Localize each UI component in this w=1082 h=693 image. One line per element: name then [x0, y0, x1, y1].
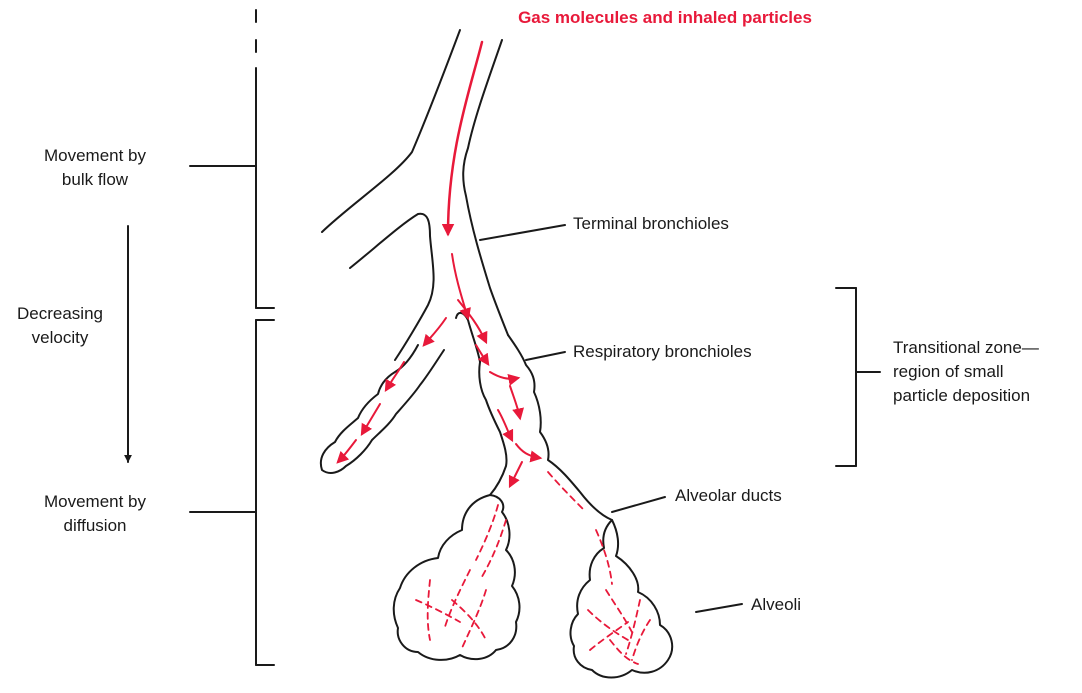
label-velocity-line2: velocity: [0, 326, 120, 350]
label-velocity-line1: Decreasing: [0, 302, 120, 326]
zone-bracket-lines: [190, 10, 274, 665]
diagram-title: Gas molecules and inhaled particles: [470, 6, 860, 30]
label-decreasing-velocity: Decreasing velocity: [0, 302, 120, 350]
label-transitional-line3: particle deposition: [893, 384, 1039, 408]
label-transitional-line2: region of small: [893, 360, 1039, 384]
label-diffusion-line1: Movement by: [20, 490, 170, 514]
diffusion-dashes: [416, 472, 650, 664]
alveoli-clusters: [394, 495, 672, 678]
label-bulk-flow-line2: bulk flow: [20, 168, 170, 192]
label-bulk-flow-line1: Movement by: [20, 144, 170, 168]
label-terminal-bronchioles: Terminal bronchioles: [573, 212, 729, 236]
label-alveolar-ducts: Alveolar ducts: [675, 484, 782, 508]
label-transitional-zone: Transitional zone— region of small parti…: [893, 336, 1039, 408]
label-transitional-line1: Transitional zone—: [893, 336, 1039, 360]
transitional-zone-bracket: [836, 288, 880, 466]
label-respiratory-bronchioles: Respiratory bronchioles: [573, 340, 752, 364]
label-diffusion-line2: diffusion: [20, 514, 170, 538]
label-bulk-flow: Movement by bulk flow: [20, 144, 170, 192]
label-diffusion: Movement by diffusion: [20, 490, 170, 538]
label-alveoli: Alveoli: [751, 593, 801, 617]
particle-flow-arrows: [338, 42, 540, 486]
